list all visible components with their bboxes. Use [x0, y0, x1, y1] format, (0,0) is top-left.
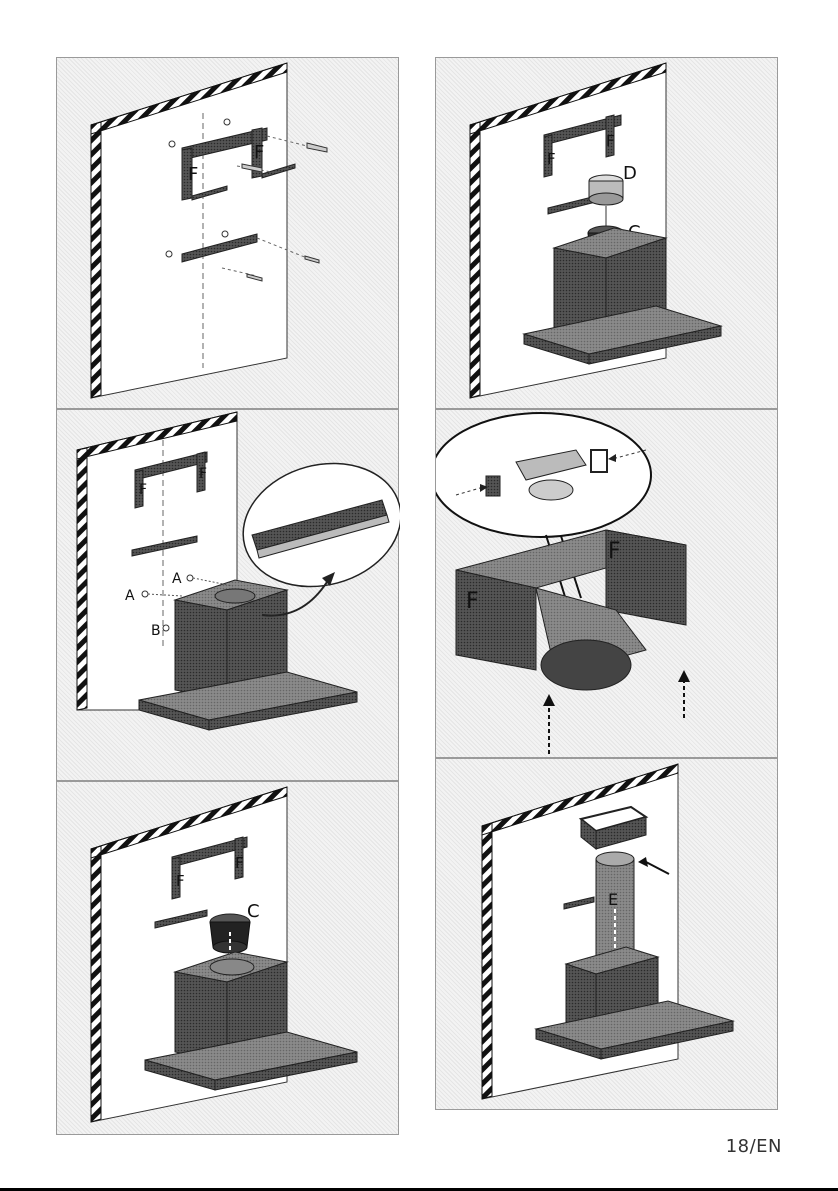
- marker-label-a-right: A: [172, 571, 182, 587]
- panel-step-1-bracket-mounting: F F: [56, 57, 399, 409]
- bracket-label-f-left: F: [176, 872, 185, 890]
- bracket-label-f-right: F: [235, 854, 244, 872]
- bracket-label-f-left: F: [547, 150, 556, 168]
- part-label-d: D: [623, 163, 637, 184]
- hood-alignment-illustration: F F A A B: [57, 410, 400, 782]
- part-label-e: E: [608, 890, 618, 909]
- bracket-label-f-left: F: [139, 482, 147, 498]
- panel-step-5-bracket-assembly-detail: F F: [435, 409, 778, 758]
- bracket-label-f-right: F: [608, 539, 621, 564]
- panel-step-6-chimney-duct: E: [435, 758, 778, 1110]
- bracket-assembly-detail-illustration: F F: [436, 410, 779, 759]
- marker-label-b: B: [151, 623, 161, 639]
- connector-insert-illustration: F F C: [57, 782, 400, 1136]
- bracket-label-f-left: F: [466, 589, 479, 614]
- page-number: 18/EN: [726, 1136, 782, 1157]
- bracket-label-f-right: F: [199, 466, 207, 482]
- panel-step-4-reducer-fit: F F D C: [435, 57, 778, 409]
- bracket-label-f-right: F: [254, 142, 264, 163]
- panel-step-3-connector-insert: F F C: [56, 781, 399, 1135]
- bracket-mounting-illustration: F F: [57, 58, 400, 410]
- bracket-label-f-left: F: [188, 164, 198, 185]
- chimney-duct-illustration: E: [436, 759, 779, 1111]
- marker-label-a-left: A: [125, 588, 135, 604]
- bracket-label-f-right: F: [606, 132, 615, 150]
- reducer-fit-illustration: F F D C: [436, 58, 779, 410]
- part-label-c: C: [247, 901, 260, 922]
- panel-step-2-hood-alignment: F F A A B: [56, 409, 399, 781]
